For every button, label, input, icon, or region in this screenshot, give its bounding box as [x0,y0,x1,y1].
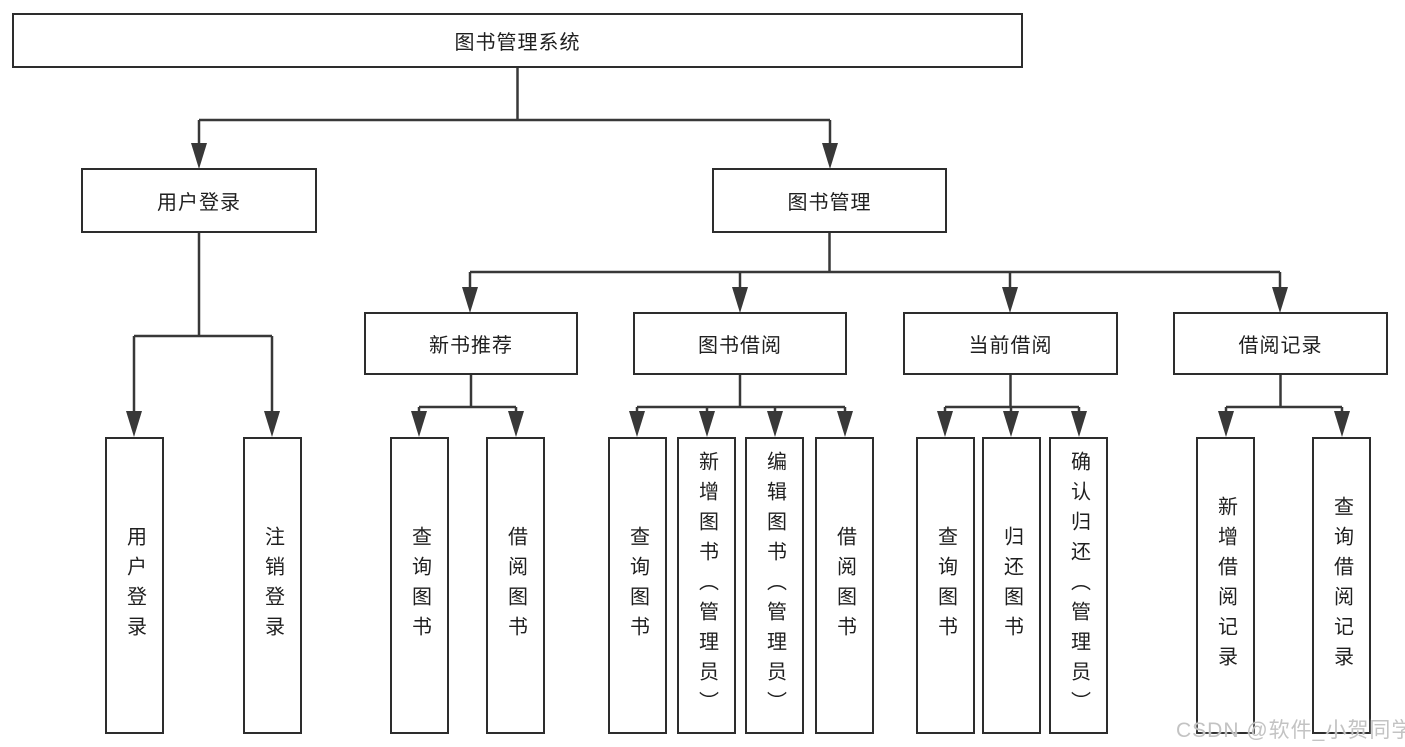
leaf-label: 用户登录 [123,525,146,646]
leaf-label: 借阅图书 [833,525,856,646]
leaf-logout: 注销登录 [243,437,302,734]
leaf-label: 注销登录 [261,525,284,646]
node-new-book-recommend: 新书推荐 [364,312,578,375]
node-borrow-records: 借阅记录 [1173,312,1388,375]
leaf-add-borrow-record: 新增借阅记录 [1196,437,1255,734]
edge-login-to-leaves [126,233,280,437]
edge-mgmt-to-sections [462,233,1288,313]
leaf-label: 借阅图书 [504,525,527,646]
node-root: 图书管理系统 [12,13,1023,68]
leaf-label: 新增图书（管理员） [695,450,718,721]
csdn-watermark: CSDN @软件_小贺同学 [1176,719,1405,742]
leaf-label: 归还图书 [1000,525,1023,646]
leaf-label: 查询借阅记录 [1330,495,1353,676]
leaf-return-books: 归还图书 [982,437,1041,734]
leaf-label: 确认归还（管理员） [1067,450,1090,721]
leaf-query-books-borrow: 查询图书 [608,437,667,734]
leaf-borrow-books-recommend: 借阅图书 [486,437,545,734]
leaf-query-books-current: 查询图书 [916,437,975,734]
leaf-user-login: 用户登录 [105,437,164,734]
edge-current-to-leaves [937,375,1087,437]
node-book-management: 图书管理 [712,168,947,233]
leaf-label: 查询图书 [934,525,957,646]
node-current-borrow: 当前借阅 [903,312,1118,375]
node-book-borrow: 图书借阅 [633,312,847,375]
leaf-edit-book-admin: 编辑图书（管理员） [745,437,804,734]
leaf-label: 新增借阅记录 [1214,495,1237,676]
leaf-query-books-recommend: 查询图书 [390,437,449,734]
edge-records-to-leaves [1218,375,1350,437]
leaf-add-book-admin: 新增图书（管理员） [677,437,736,734]
leaf-query-borrow-record: 查询借阅记录 [1312,437,1371,734]
leaf-label: 查询图书 [408,525,431,646]
leaf-borrow-books: 借阅图书 [815,437,874,734]
edge-borrow-to-leaves [629,375,853,437]
leaf-label: 编辑图书（管理员） [763,450,786,721]
edge-root-to-level2 [191,68,838,169]
edge-newbook-to-leaves [411,375,524,437]
leaf-label: 查询图书 [626,525,649,646]
leaf-confirm-return-admin: 确认归还（管理员） [1049,437,1108,734]
node-user-login: 用户登录 [81,168,317,233]
